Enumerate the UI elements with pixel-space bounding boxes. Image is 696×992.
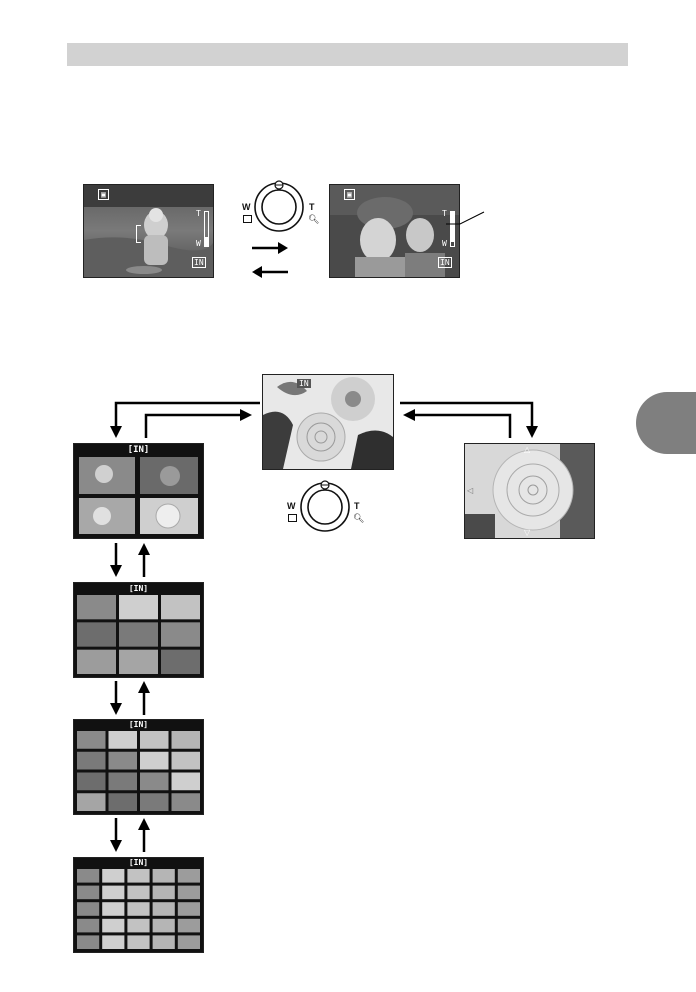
thumbnail[interactable] xyxy=(77,869,99,883)
thumbnail[interactable] xyxy=(172,731,201,749)
zoom-scale-bottom: W xyxy=(196,239,201,248)
close-up-photo: △ ◁ ▽ xyxy=(464,443,595,539)
playback-tele-label: T xyxy=(354,501,360,511)
index-16-photo: [IN] xyxy=(73,719,204,815)
memory-indicator: IN xyxy=(192,257,206,268)
vertical-arrows-2 xyxy=(106,681,152,715)
thumbnail[interactable] xyxy=(153,886,175,900)
scroll-left-icon: ◁ xyxy=(467,486,473,495)
index-icon xyxy=(288,514,297,522)
zoom-scale-top: T xyxy=(196,209,201,218)
thumbnail[interactable] xyxy=(161,595,200,619)
thumbnail[interactable] xyxy=(127,919,149,933)
vertical-arrows-1 xyxy=(106,543,152,577)
thumbnail[interactable] xyxy=(119,622,158,646)
zoom-scale-bottom: W xyxy=(442,239,447,248)
thumbnail[interactable] xyxy=(127,886,149,900)
playback-zoom-lever[interactable] xyxy=(298,480,352,534)
thumbnail[interactable] xyxy=(109,752,138,770)
thumbnail[interactable] xyxy=(102,886,124,900)
thumbnail[interactable] xyxy=(77,773,106,791)
thumbnail[interactable] xyxy=(172,793,201,811)
callout-line xyxy=(446,210,486,226)
thumbnail[interactable] xyxy=(127,902,149,916)
memory-indicator: IN xyxy=(438,257,452,268)
thumbnail[interactable] xyxy=(109,773,138,791)
thumbnail[interactable] xyxy=(119,595,158,619)
thumbnail[interactable] xyxy=(77,650,116,674)
zoom-tele-photo: ▣ T W IN xyxy=(329,184,460,278)
scroll-up-icon: △ xyxy=(524,445,530,454)
thumbnail[interactable] xyxy=(109,731,138,749)
thumbnail[interactable] xyxy=(102,935,124,949)
thumbnail[interactable] xyxy=(119,650,158,674)
thumbnail[interactable] xyxy=(153,919,175,933)
thumbnail[interactable] xyxy=(77,935,99,949)
focus-bracket xyxy=(136,225,141,243)
zoom-scale-level xyxy=(205,237,208,246)
single-memory-indicator: IN xyxy=(297,379,311,388)
arrow-left-icon xyxy=(252,266,288,278)
thumbnail[interactable] xyxy=(77,902,99,916)
thumbnail[interactable] xyxy=(140,731,169,749)
zoom-wide-photo: ▣ T W IN xyxy=(83,184,214,278)
thumbnail[interactable] xyxy=(140,773,169,791)
thumbnail[interactable] xyxy=(102,902,124,916)
thumbnail[interactable] xyxy=(77,731,106,749)
index-icon xyxy=(243,215,252,223)
thumbnail[interactable] xyxy=(153,935,175,949)
thumbnail[interactable] xyxy=(127,935,149,949)
index-9-photo: [IN] xyxy=(73,582,204,678)
thumbnail[interactable] xyxy=(178,935,200,949)
thumbnail[interactable] xyxy=(178,869,200,883)
section-header-bar xyxy=(67,43,628,66)
thumbnail[interactable] xyxy=(161,622,200,646)
thumbnail[interactable] xyxy=(153,902,175,916)
thumbnail[interactable] xyxy=(140,752,169,770)
thumbnail[interactable] xyxy=(77,919,99,933)
thumbnail[interactable] xyxy=(77,752,106,770)
thumbnail[interactable] xyxy=(178,919,200,933)
thumbnail[interactable] xyxy=(172,752,201,770)
thumbnail[interactable] xyxy=(102,869,124,883)
mode-icon: ▣ xyxy=(344,189,355,200)
index-4-photo: [IN] xyxy=(73,443,204,539)
flow-arrows xyxy=(100,396,550,442)
thumbnail[interactable] xyxy=(77,886,99,900)
thumbnail[interactable] xyxy=(77,622,116,646)
thumbnail[interactable] xyxy=(77,793,106,811)
chapter-tab xyxy=(636,392,696,454)
wide-label: W xyxy=(242,202,251,212)
thumbnail[interactable] xyxy=(172,773,201,791)
mode-icon: ▣ xyxy=(98,189,109,200)
thumbnail[interactable] xyxy=(178,886,200,900)
index-25-photo: [IN] xyxy=(73,857,204,953)
arrow-right-icon xyxy=(252,242,288,254)
vertical-arrows-3 xyxy=(106,818,152,852)
thumbnail[interactable] xyxy=(161,650,200,674)
tele-label: T xyxy=(309,202,315,212)
thumbnail[interactable] xyxy=(77,595,116,619)
thumbnail[interactable] xyxy=(140,793,169,811)
scroll-down-icon: ▽ xyxy=(524,528,530,537)
thumbnail[interactable] xyxy=(109,793,138,811)
magnify-icon: 🔍︎ xyxy=(308,214,319,225)
thumbnail[interactable] xyxy=(153,869,175,883)
zoom-lever-dial[interactable] xyxy=(252,180,306,234)
thumbnail[interactable] xyxy=(178,902,200,916)
magnify-icon: 🔍︎ xyxy=(353,513,364,524)
thumbnail[interactable] xyxy=(102,919,124,933)
thumbnail[interactable] xyxy=(127,869,149,883)
playback-wide-label: W xyxy=(287,501,296,511)
